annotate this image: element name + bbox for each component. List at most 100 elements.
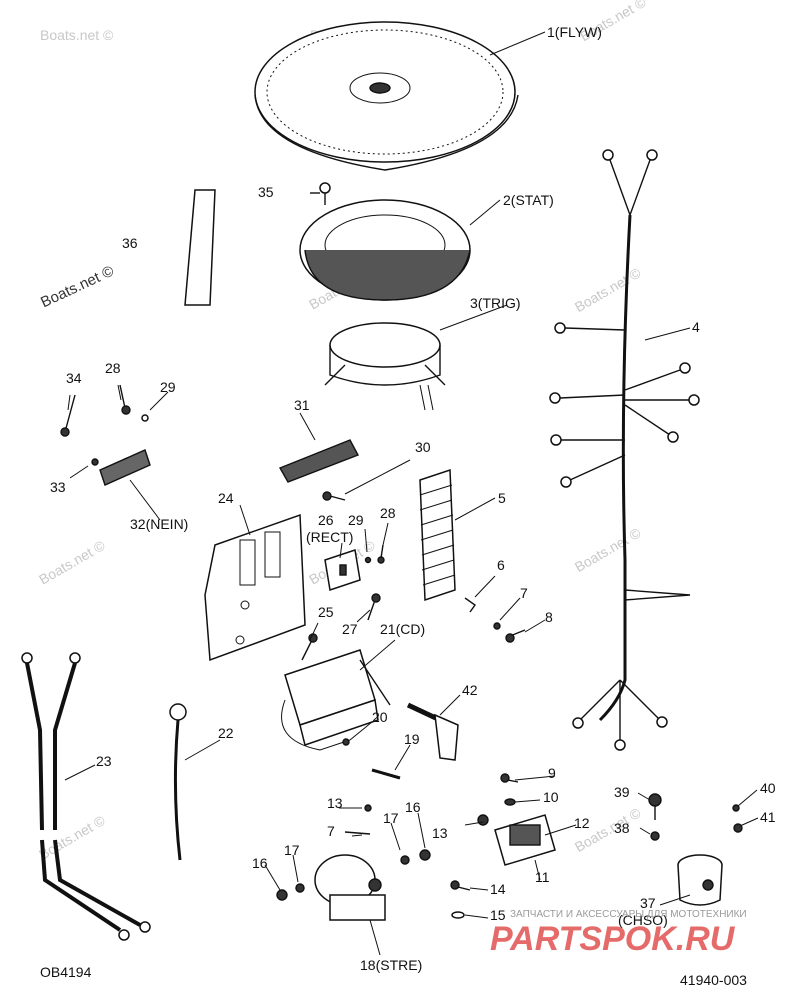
callout-label: 17 xyxy=(383,810,399,826)
trigger-part[interactable] xyxy=(324,322,446,411)
callout-label: 19 xyxy=(404,731,420,747)
screw-30[interactable] xyxy=(322,491,346,501)
flywheel-part[interactable] xyxy=(254,21,519,171)
screw-7-left[interactable] xyxy=(344,831,371,835)
screw-39[interactable] xyxy=(648,793,662,820)
callout-label: 13 xyxy=(327,795,343,811)
screw-25[interactable] xyxy=(301,633,318,661)
figure-code-left: OB4194 xyxy=(40,964,92,980)
screw-27[interactable] xyxy=(367,593,381,621)
washer-20[interactable] xyxy=(342,738,350,746)
callout-label: 20 xyxy=(372,709,388,725)
callout-label: 40 xyxy=(760,780,776,796)
resistor-32-part[interactable] xyxy=(99,449,151,486)
partspok-logo[interactable]: ЗАПЧАСТИ И АКСЕССУАРЫ ДЛЯ МОТОТЕХНИКИ PA… xyxy=(490,909,747,958)
rectifier-26-part[interactable] xyxy=(324,549,361,591)
callout-label: 42 xyxy=(462,682,478,698)
nut-16-left[interactable] xyxy=(276,889,288,901)
callouts: 1(FLYW) 2(STAT) 3(TRIG) 4 5 6 7 8 35 36 … xyxy=(40,24,776,988)
callout-label: 16 xyxy=(252,855,268,871)
screw-13-left[interactable] xyxy=(364,804,372,812)
screw-9[interactable] xyxy=(500,773,519,783)
callout-label: (CHSO) xyxy=(618,912,668,928)
callout-label: 1(FLYW) xyxy=(547,24,602,40)
washer-13[interactable] xyxy=(477,814,489,826)
callout-label: 34 xyxy=(66,370,82,386)
watermark: Boats.net © xyxy=(36,537,108,588)
callout-label: (RECT) xyxy=(306,529,353,545)
screw-34[interactable] xyxy=(60,394,76,437)
callout-label: 3(TRIG) xyxy=(470,295,521,311)
callout-label: 25 xyxy=(318,604,334,620)
ground-strap-22[interactable] xyxy=(169,703,187,861)
screw-19[interactable] xyxy=(371,768,401,780)
callout-label: 10 xyxy=(543,789,559,805)
callout-label: 35 xyxy=(258,184,274,200)
callout-label: 7 xyxy=(520,585,528,601)
callout-label: 16 xyxy=(405,799,421,815)
watermark-dark: Boats.net © xyxy=(38,263,116,312)
callout-label: 41 xyxy=(760,809,776,825)
callout-label: 26 xyxy=(318,512,334,528)
callout-label: 29 xyxy=(160,379,176,395)
screw-35[interactable] xyxy=(310,182,331,205)
callout-label: 6 xyxy=(497,557,505,573)
terminal-block-5[interactable] xyxy=(419,468,456,602)
callout-label: 24 xyxy=(218,490,234,506)
callout-label: 28 xyxy=(105,360,121,376)
callout-label: 4 xyxy=(692,319,700,335)
callout-label: 28 xyxy=(380,505,396,521)
washer-17-left[interactable] xyxy=(295,883,305,893)
stator-part[interactable] xyxy=(299,199,471,301)
washer-15[interactable] xyxy=(451,911,465,919)
watermark: Boats.net © xyxy=(572,264,644,315)
callout-label: 15 xyxy=(490,907,506,923)
washer-38[interactable] xyxy=(650,831,660,841)
callout-label: 7 xyxy=(327,823,335,839)
cd-module-21-part[interactable] xyxy=(281,649,391,751)
callout-label: 32(NEIN) xyxy=(130,516,188,532)
callout-label: 29 xyxy=(348,512,364,528)
callout-label: 17 xyxy=(284,842,300,858)
spark-boot-42[interactable] xyxy=(406,702,459,761)
screw-28-left[interactable] xyxy=(119,384,131,415)
washer-29-left[interactable] xyxy=(141,414,149,422)
choke-37-part[interactable] xyxy=(677,854,723,906)
bracket-24-part[interactable] xyxy=(204,513,306,662)
solenoid-18-part[interactable] xyxy=(314,854,386,921)
watermark: Boats.net © xyxy=(40,27,114,43)
washer-40[interactable] xyxy=(732,804,740,812)
watermark: Boats.net © xyxy=(36,812,108,863)
callout-label: 31 xyxy=(294,397,310,413)
callout-label: 14 xyxy=(490,881,506,897)
wire-harness-part[interactable] xyxy=(549,149,700,751)
screw-8[interactable] xyxy=(505,629,526,643)
callout-label: 36 xyxy=(122,235,138,251)
tape-strip-part[interactable] xyxy=(184,189,216,306)
callout-label: 39 xyxy=(614,784,630,800)
terminal-block-31[interactable] xyxy=(278,439,359,483)
nut-16-right[interactable] xyxy=(419,849,431,861)
figure-code-right: 41940-003 xyxy=(680,972,747,988)
logo-text: PARTSPOK.RU xyxy=(490,920,736,958)
battery-cables-23[interactable] xyxy=(21,652,151,941)
callout-label: 23 xyxy=(96,753,112,769)
nut-17[interactable] xyxy=(400,855,410,865)
callout-label: 12 xyxy=(574,815,590,831)
callout-label: 2(STAT) xyxy=(503,192,554,208)
washer-33[interactable] xyxy=(91,458,99,466)
screw-14[interactable] xyxy=(450,880,471,891)
regulator-12[interactable] xyxy=(494,814,556,866)
screw-28[interactable] xyxy=(377,544,385,564)
callout-label: 8 xyxy=(545,609,553,625)
clip-6[interactable] xyxy=(464,597,476,613)
callout-label: 33 xyxy=(50,479,66,495)
washer-10[interactable] xyxy=(504,798,516,806)
callout-label: 38 xyxy=(614,820,630,836)
washer-7-mid[interactable] xyxy=(493,622,501,630)
washer-29[interactable] xyxy=(364,556,372,564)
callout-label: 5 xyxy=(498,490,506,506)
callout-label: 22 xyxy=(218,725,234,741)
